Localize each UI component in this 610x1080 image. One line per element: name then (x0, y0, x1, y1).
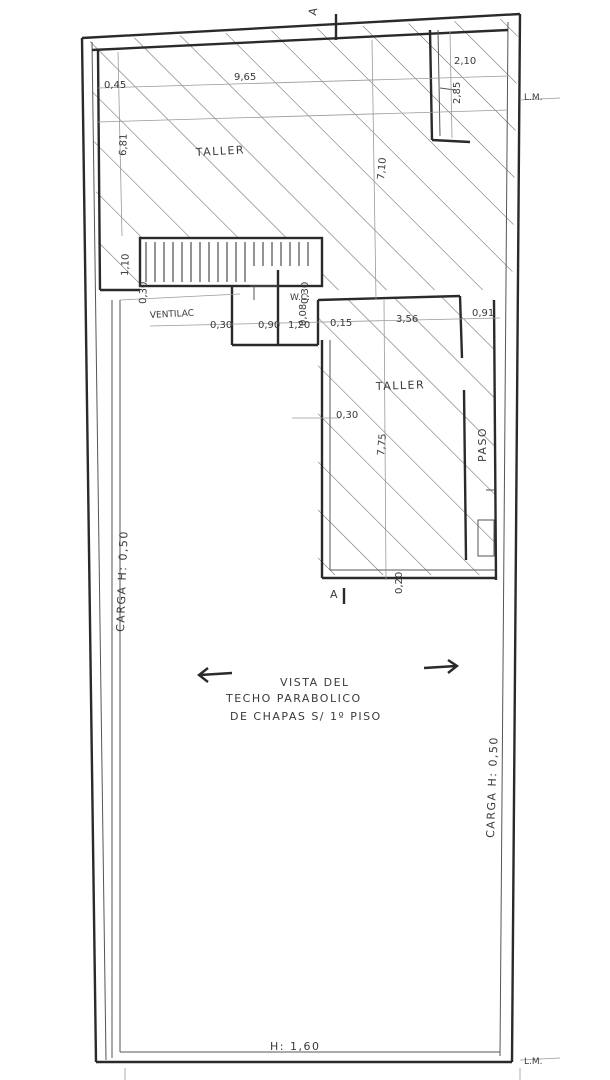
dimension-lines (97, 31, 561, 1061)
dim-030c: 0,30 (300, 282, 311, 304)
plot-outline (80, 12, 522, 1080)
hatched-area-top (90, 18, 518, 290)
dim-020: 0,20 (394, 572, 405, 594)
dim-120: 1,20 (288, 320, 310, 331)
arrow-left-icon (197, 667, 233, 683)
dim-008: 0,08 (298, 304, 309, 326)
label-ventilac: VENTILAC (150, 309, 195, 321)
dim-356: 3,56 (396, 314, 418, 325)
dim-090: 0,90 (258, 320, 280, 331)
note-line-2: TECHO PARABOLICO (225, 692, 362, 705)
label-carga-right: CARGA H: 0,50 (484, 736, 501, 838)
dim-030d: 0,30 (336, 410, 358, 421)
dim-681: 6,81 (118, 133, 130, 156)
dim-965: 9,65 (234, 72, 256, 83)
dim-775: 7,75 (376, 433, 389, 456)
dim-045: 0,45 (104, 80, 126, 91)
label-taller-mid: TALLER (375, 378, 426, 393)
dim-030b: 0,30 (210, 320, 232, 331)
dim-110: 1,10 (120, 253, 132, 276)
label-carga-left: CARGA H: 0,50 (114, 530, 131, 632)
note-line-3: DE CHAPAS S/ 1º PISO (230, 710, 382, 723)
label-wc: W.C. (290, 293, 310, 303)
label-lm-bottom: L.M. (524, 1057, 543, 1067)
dim-285: 2,85 (452, 82, 463, 104)
dim-710: 7,10 (376, 157, 389, 180)
label-section-bottom: A (330, 588, 339, 601)
upper-workshop-walls (91, 28, 509, 292)
dim-030a: 0,30 (138, 281, 150, 304)
middle-workshop-walls (317, 294, 498, 581)
label-section-top: A (306, 5, 320, 16)
label-lm-top: L.M. (524, 93, 543, 103)
dim-210: 2,10 (454, 56, 476, 67)
label-taller-top: TALLER (194, 143, 245, 159)
section-marks (334, 14, 346, 604)
note-line-1: VISTA DEL (280, 676, 350, 689)
label-bottom-h: H: 1,60 (270, 1040, 320, 1053)
dim-091: 0,91 (472, 308, 494, 319)
label-paso: PASO (476, 427, 489, 462)
arrow-right-icon (423, 659, 460, 674)
dim-015: 0,15 (330, 318, 352, 329)
